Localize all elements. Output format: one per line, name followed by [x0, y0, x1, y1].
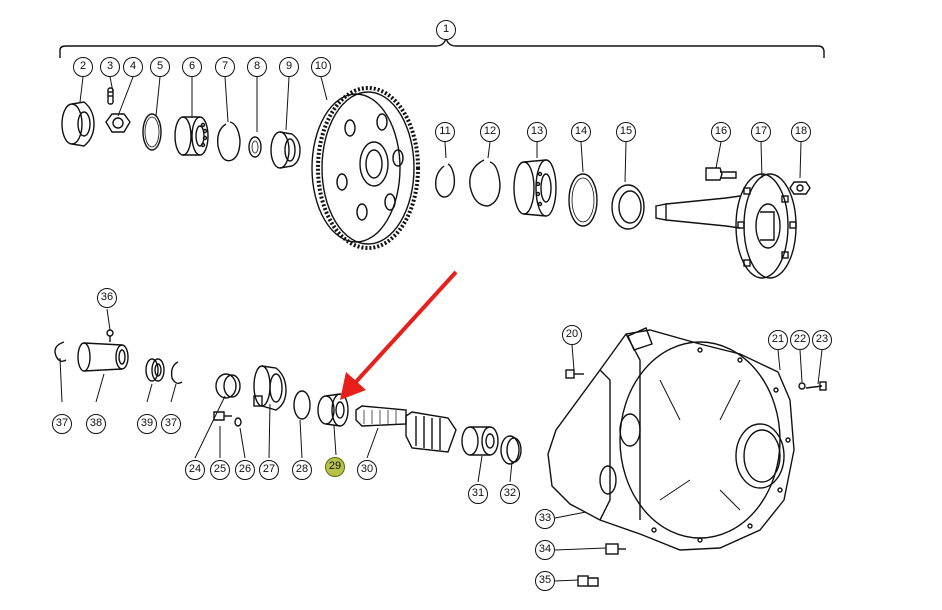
part-14-ring [568, 173, 598, 227]
callout-32: 32 [500, 484, 520, 504]
callout-14: 14 [571, 122, 591, 142]
part-17-flange-shaft [655, 173, 797, 279]
callout-39: 39 [137, 414, 157, 434]
part-11-snap-ring [434, 163, 456, 198]
callout-15: 15 [616, 122, 636, 142]
callout-12: 12 [480, 122, 500, 142]
callout-2: 2 [73, 57, 93, 77]
callout-34: 34 [535, 540, 555, 560]
leader-lines-top [79, 76, 802, 183]
callout-17: 17 [751, 122, 771, 142]
part-31-bearing [461, 426, 499, 456]
part-32-seal [500, 435, 522, 465]
part-8-washer [248, 136, 262, 158]
callout-26: 26 [235, 460, 255, 480]
part-34-plug [605, 543, 626, 555]
callout-1: 1 [436, 20, 456, 40]
callout-33: 33 [535, 509, 555, 529]
part-2-collar [61, 101, 95, 147]
callout-3: 3 [100, 57, 120, 77]
callout-7: 7 [215, 57, 235, 77]
assembly-bracket [59, 37, 825, 58]
callout-37-left: 37 [52, 414, 72, 434]
part-3-pin [107, 87, 114, 105]
callout-13: 13 [527, 122, 547, 142]
callout-5: 5 [150, 57, 170, 77]
callout-11: 11 [435, 122, 455, 142]
part-37-clip-left [54, 341, 67, 363]
callout-10: 10 [311, 57, 331, 77]
callout-31: 31 [468, 484, 488, 504]
part-15-washer [611, 184, 645, 230]
callout-25: 25 [210, 460, 230, 480]
part-27-flange [253, 365, 287, 411]
callout-4: 4 [123, 57, 143, 77]
part-16-bolt [705, 167, 737, 181]
callout-35: 35 [535, 571, 555, 591]
callout-21: 21 [768, 330, 788, 350]
red-arrow-indicator [340, 270, 458, 400]
part-18-nut [789, 181, 811, 195]
part-13-bearing [513, 159, 557, 217]
part-12-circlip [469, 159, 501, 207]
part-38-sleeve [77, 342, 129, 372]
callout-36: 36 [97, 288, 117, 308]
callout-8: 8 [247, 57, 267, 77]
part-37-clip-right [170, 361, 183, 385]
part-36-screw [106, 329, 114, 342]
part-22-washer [798, 382, 806, 390]
part-23-bolt [805, 381, 827, 391]
part-21-main-housing [547, 327, 795, 551]
part-35-plug [577, 575, 599, 587]
callout-16: 16 [711, 122, 731, 142]
part-6-bearing [174, 116, 209, 156]
callout-18: 18 [791, 122, 811, 142]
part-29-bearing [317, 393, 349, 427]
part-25-bolt [213, 411, 232, 421]
part-10-large-gear [311, 86, 420, 250]
part-24-seal-ring [215, 373, 241, 399]
callout-30: 30 [357, 460, 377, 480]
callout-38: 38 [86, 414, 106, 434]
leader-lines-bottom [59, 308, 823, 582]
part-5-ring [142, 113, 162, 151]
callout-6: 6 [182, 57, 202, 77]
part-39-rings [145, 358, 165, 382]
part-9-seal [270, 131, 301, 169]
callout-23: 23 [812, 330, 832, 350]
callout-20: 20 [562, 325, 582, 345]
part-26-washer [234, 417, 242, 427]
callout-29-highlighted: 29 [325, 457, 345, 477]
callout-9: 9 [279, 57, 299, 77]
part-28-o-ring [293, 390, 311, 420]
callout-28: 28 [292, 460, 312, 480]
part-20-bolt [565, 369, 584, 379]
part-4-nut [105, 113, 131, 133]
part-30-pinion-shaft [355, 405, 457, 453]
callout-24: 24 [185, 460, 205, 480]
callout-22: 22 [790, 330, 810, 350]
callout-27: 27 [259, 460, 279, 480]
callout-37-right: 37 [161, 414, 181, 434]
part-7-snap-ring [216, 121, 241, 162]
